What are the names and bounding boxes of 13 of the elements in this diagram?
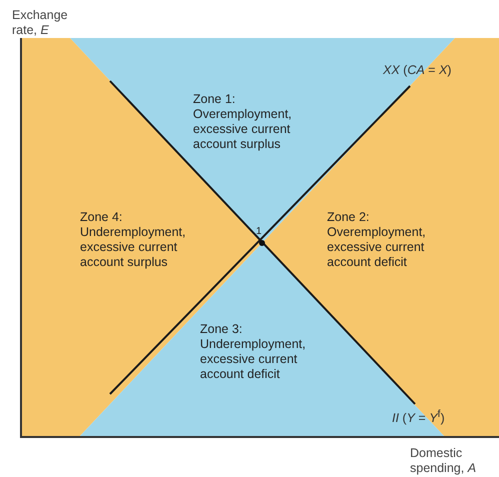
zone-heading: Zone 4: [80,210,122,225]
zone-heading: Zone 2: [327,210,370,225]
zone-description: Overemployment, excessive current account deficit [327,225,427,270]
line-label: XX (CA = X) [383,63,452,78]
zone-heading: Zone 3: [200,322,242,337]
zone-description: Underemployment, excessive current account surplus [80,225,187,270]
line-label: II (Y = Y$^{f}$) [392,408,445,426]
zone-description: Overemployment, excessive current account surplus [193,107,293,152]
point-label: 1 [256,225,262,239]
zone-heading: Zone 1: [193,92,236,107]
axis-label: Exchange rate, E [12,8,69,38]
zone-description: Underemployment, excessive current account deficit [200,337,307,382]
axis-label: Domestic spending, A [410,446,478,476]
